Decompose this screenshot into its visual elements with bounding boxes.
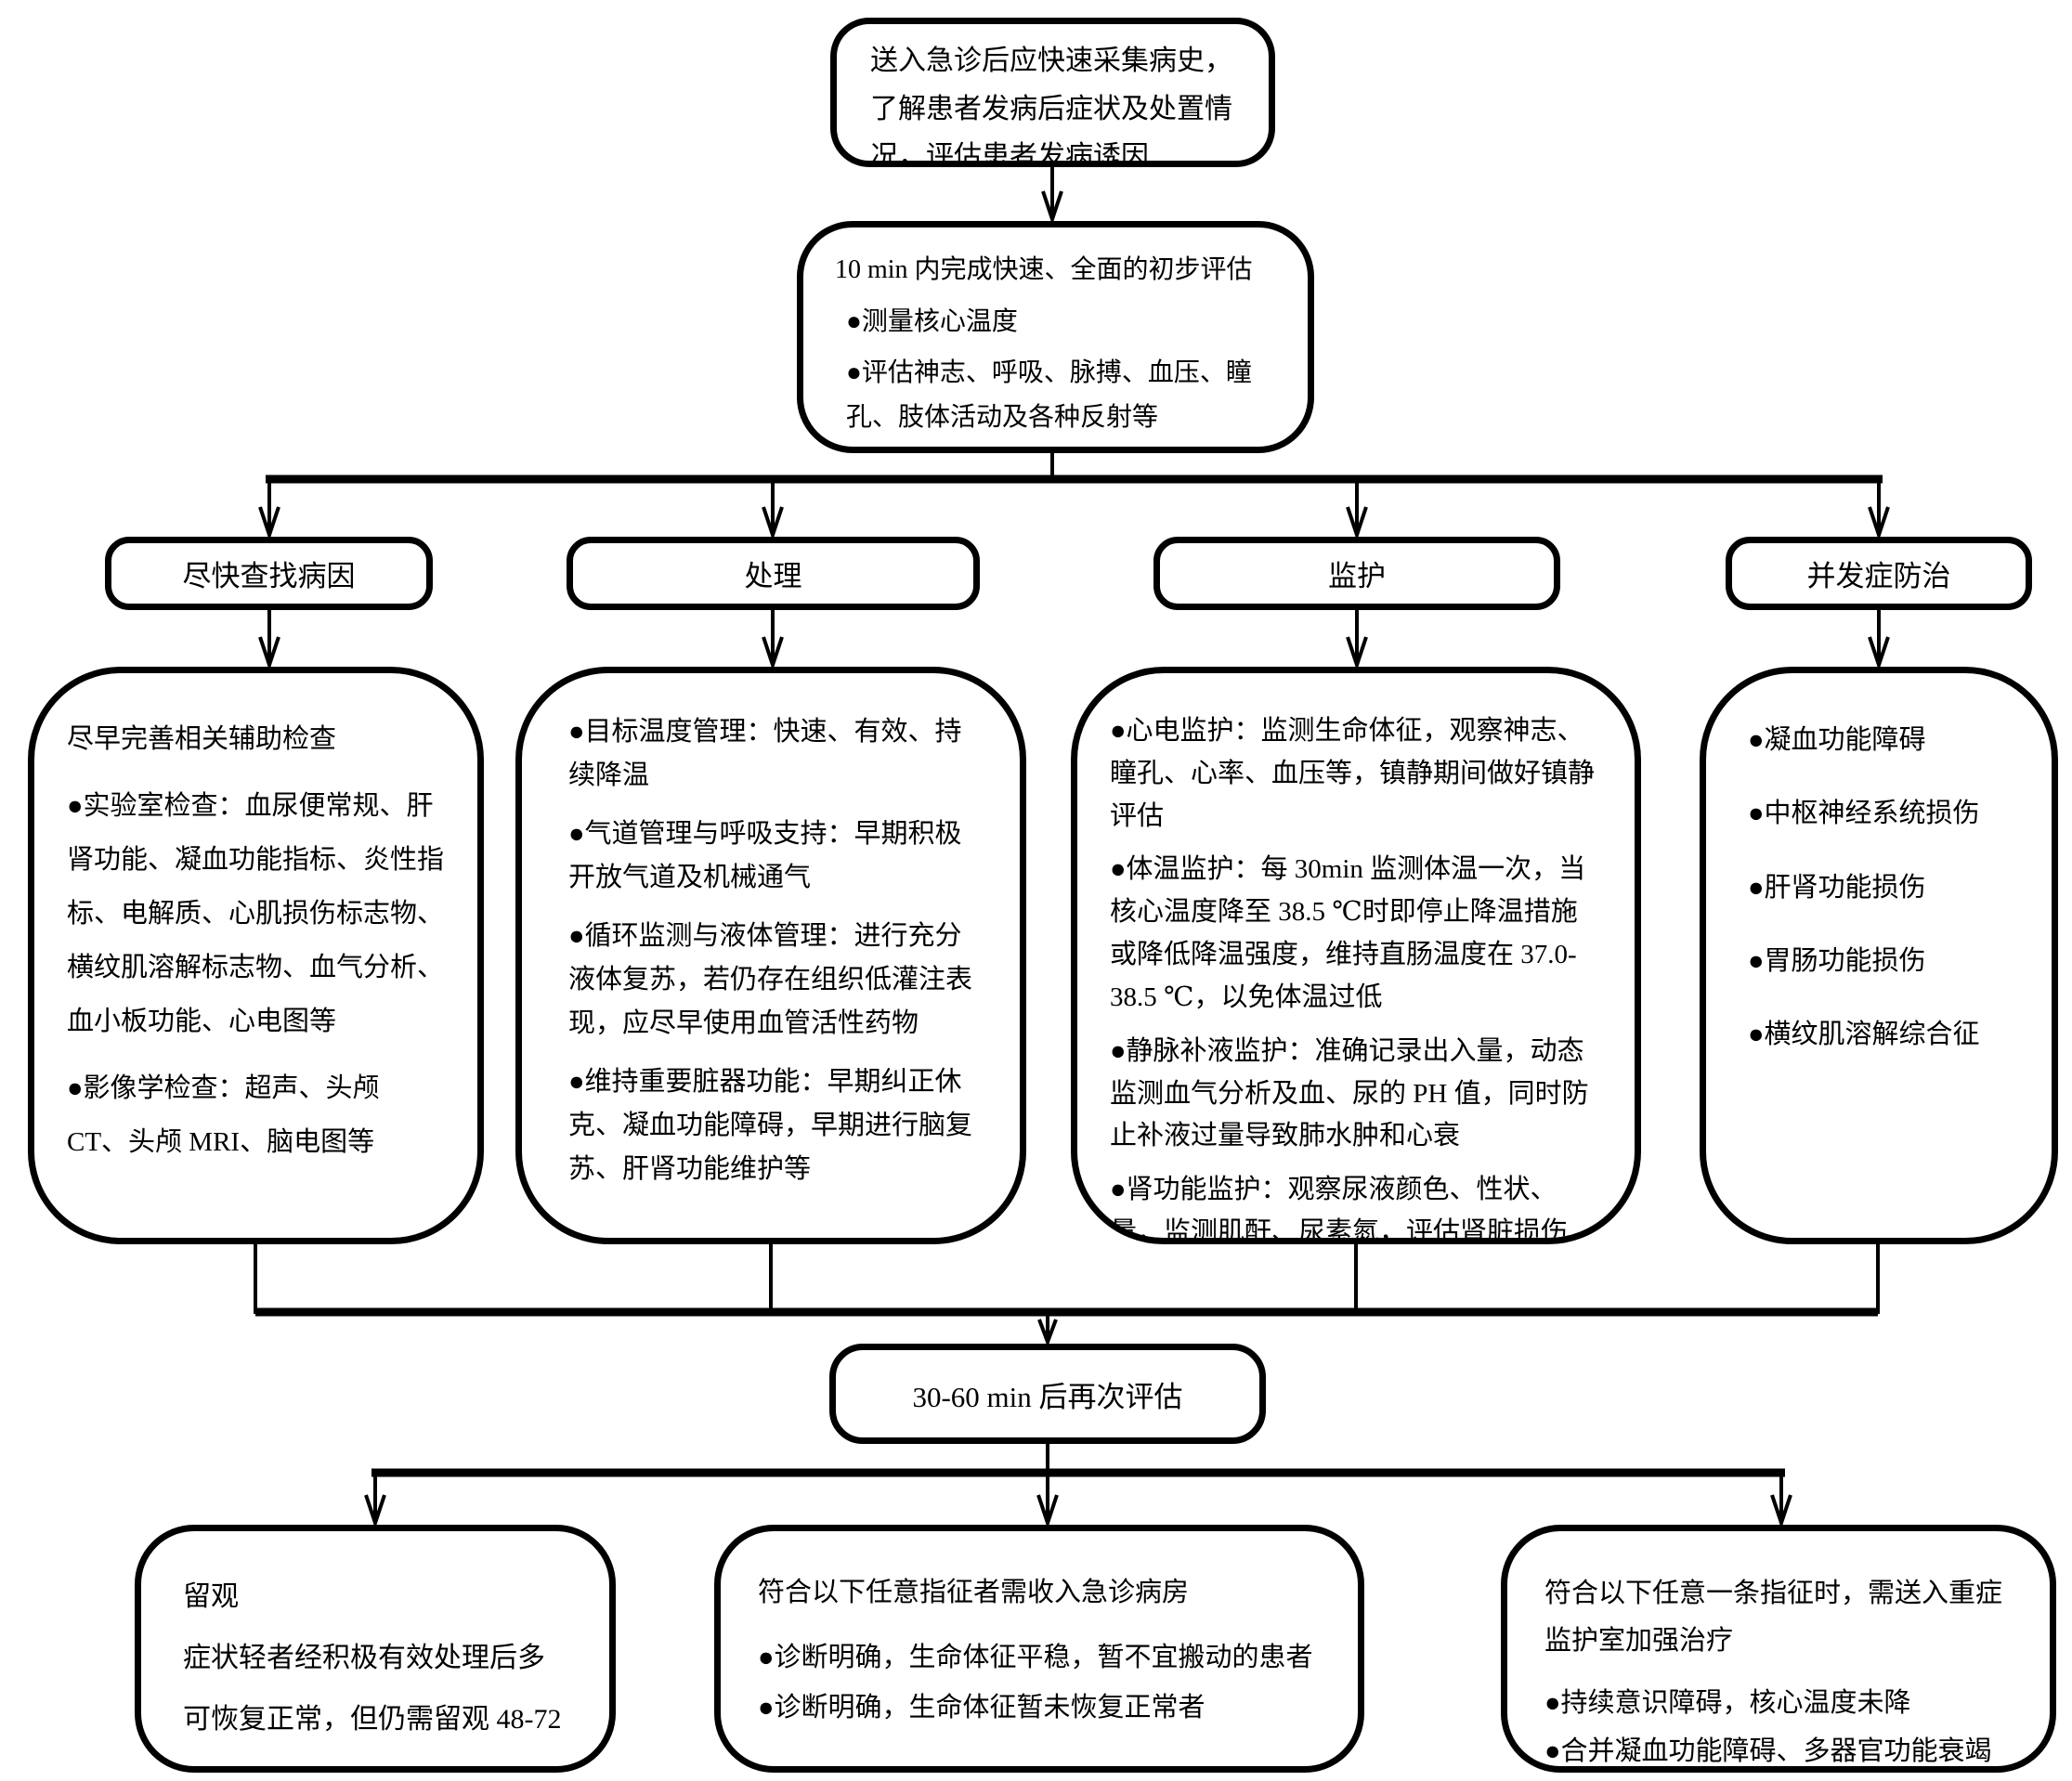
list-item: 横纹肌溶解综合征 (1748, 1012, 2010, 1058)
list-item: 测量核心温度 (846, 300, 1276, 344)
list-item: 肝肾功能损伤 (1748, 865, 2010, 911)
list-item: 中枢神经系统损伤 (1748, 791, 2010, 837)
initial-assessment-title: 10 min 内完成快速、全面的初步评估 (835, 255, 1253, 284)
list-item: 影像学检查：超声、头颅 CT、头颅 MRI、脑电图等 (67, 1061, 445, 1169)
outcome-list: 持续意识障碍，核心温度未降 合并凝血功能障碍、多器官功能衰竭等 (1544, 1680, 2013, 1767)
list-item: 胃肠功能损伤 (1748, 939, 2010, 984)
list-item: 肾功能监护：观察尿液颜色、性状、量，监测肌酐、尿素氮，评估肾脏损伤 (1110, 1169, 1602, 1238)
list-item: 持续意识障碍，核心温度未降 (1544, 1680, 2013, 1727)
list-item: 气道管理与呼吸支持：早期积极开放气道及机械通气 (568, 812, 973, 900)
branch-header-cause: 尽快查找病因 (105, 537, 433, 610)
start-box: 送入急诊后应快速采集病史，了解患者发病后症状及处置情况，评估患者发病诱因 (830, 18, 1275, 167)
initial-assessment-list: 测量核心温度 评估神志、呼吸、脉搏、血压、瞳孔、肢体活动及各种反射等 (835, 300, 1276, 440)
content-list: 目标温度管理：快速、有效、持续降温 气道管理与呼吸支持：早期积极开放气道及机械通… (568, 710, 973, 1191)
arrowhead (1041, 190, 1063, 226)
outcome-er-ward-box: 符合以下任意指征者需收入急诊病房 诊断明确，生命体征平稳，暂不宜搬动的患者 诊断… (714, 1525, 1364, 1773)
outcome-title: 符合以下任意一条指征时，需送入重症监护室加强治疗 (1544, 1579, 2003, 1656)
content-intro: 尽早完善相关辅助检查 (67, 724, 337, 754)
list-item: 循环监测与液体管理：进行充分液体复苏，若仍存在组织低灌注表现，应尽早使用血管活性… (568, 915, 973, 1046)
outcome-body: 症状轻者经积极有效处理后多可恢复正常，但仍需留观 48-72 (183, 1643, 562, 1735)
content-list: 心电监护：监测生命体征，观察神志、瞳孔、心率、血压等，镇静期间做好镇静评估 体温… (1110, 710, 1602, 1238)
list-item: 静脉补液监护：准确记录出入量，动态监测血气分析及血、尿的 PH 值，同时防止补液… (1110, 1031, 1602, 1158)
initial-assessment-box: 10 min 内完成快速、全面的初步评估 测量核心温度 评估神志、呼吸、脉搏、血… (797, 221, 1314, 453)
branch-header-treatment: 处理 (567, 537, 980, 610)
outcome-title: 留观 (183, 1581, 239, 1612)
list-item: 凝血功能障碍 (1748, 718, 2010, 763)
outcome-observation-box: 留观 症状轻者经积极有效处理后多可恢复正常，但仍需留观 48-72 (135, 1525, 616, 1773)
list-item: 评估神志、呼吸、脉搏、血压、瞳孔、肢体活动及各种反射等 (846, 351, 1276, 439)
branch-header-label: 监护 (1328, 560, 1386, 592)
branch-content-cause: 尽早完善相关辅助检查 实验室检查：血尿便常规、肝肾功能、凝血功能指标、炎性指标、… (28, 667, 484, 1244)
branch-content-treatment: 目标温度管理：快速、有效、持续降温 气道管理与呼吸支持：早期积极开放气道及机械通… (515, 667, 1026, 1244)
branch-header-label: 尽快查找病因 (182, 560, 356, 592)
branch-header-complications: 并发症防治 (1726, 537, 2032, 610)
content-list: 实验室检查：血尿便常规、肝肾功能、凝血功能指标、炎性指标、电解质、心肌损伤标志物… (67, 779, 445, 1169)
branch-content-monitoring: 心电监护：监测生命体征，观察神志、瞳孔、心率、血压等，镇静期间做好镇静评估 体温… (1071, 667, 1641, 1244)
list-item: 维持重要脏器功能：早期纠正休克、凝血功能障碍，早期进行脑复苏、肝肾功能维护等 (568, 1060, 973, 1191)
reassess-box: 30-60 min 后再次评估 (829, 1344, 1266, 1444)
branch-header-label: 处理 (744, 560, 802, 592)
branch-header-monitoring: 监护 (1153, 537, 1560, 610)
content-list: 凝血功能障碍 中枢神经系统损伤 肝肾功能损伤 胃肠功能损伤 横纹肌溶解综合征 (1748, 718, 2010, 1058)
outcome-list: 诊断明确，生命体征平稳，暂不宜搬动的患者 诊断明确，生命体征暂未恢复正常者 (758, 1633, 1321, 1732)
outcome-icu-box: 符合以下任意一条指征时，需送入重症监护室加强治疗 持续意识障碍，核心温度未降 合… (1501, 1525, 2056, 1773)
reassess-text: 30-60 min 后再次评估 (912, 1380, 1183, 1413)
branch-header-label: 并发症防治 (1806, 560, 1951, 592)
list-item: 目标温度管理：快速、有效、持续降温 (568, 710, 973, 798)
list-item: 体温监护：每 30min 监测体温一次，当核心温度降至 38.5 ℃时即停止降温… (1110, 849, 1602, 1019)
list-item: 合并凝血功能障碍、多器官功能衰竭等 (1544, 1728, 2013, 1766)
list-item: 心电监护：监测生命体征，观察神志、瞳孔、心率、血压等，镇静期间做好镇静评估 (1110, 710, 1602, 838)
list-item: 实验室检查：血尿便常规、肝肾功能、凝血功能指标、炎性指标、电解质、心肌损伤标志物… (67, 779, 445, 1048)
list-item: 诊断明确，生命体征暂未恢复正常者 (758, 1684, 1321, 1732)
branch-content-complications: 凝血功能障碍 中枢神经系统损伤 肝肾功能损伤 胃肠功能损伤 横纹肌溶解综合征 (1700, 667, 2058, 1244)
outcome-title: 符合以下任意指征者需收入急诊病房 (758, 1578, 1190, 1607)
list-item: 诊断明确，生命体征平稳，暂不宜搬动的患者 (758, 1633, 1321, 1682)
start-text: 送入急诊后应快速采集病史，了解患者发病后症状及处置情况，评估患者发病诱因 (870, 46, 1232, 167)
